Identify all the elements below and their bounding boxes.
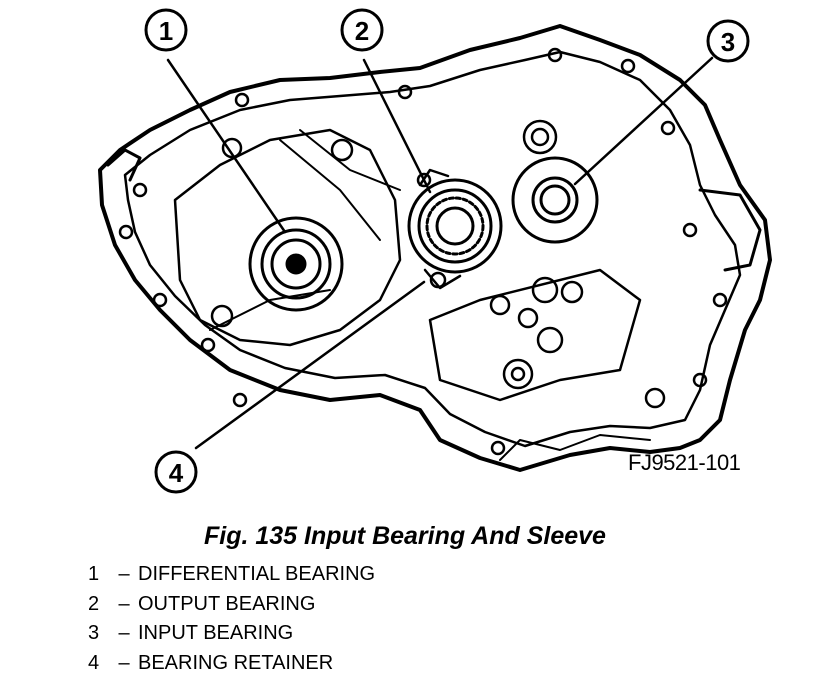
legend-separator: – (110, 649, 138, 678)
callout-number-3: 3 (721, 27, 735, 57)
upper-boss (524, 121, 556, 153)
legend-label: INPUT BEARING (138, 619, 293, 649)
transaxle-case-illustration: 1 2 3 4 (0, 0, 816, 520)
legend-separator: – (110, 590, 138, 620)
legend-item: 3 – INPUT BEARING (88, 619, 375, 649)
legend-separator: – (110, 560, 138, 590)
legend-separator: – (110, 619, 138, 649)
legend-item: 2 – OUTPUT BEARING (88, 590, 375, 620)
lower-bosses (430, 270, 640, 400)
differential-housing (175, 130, 400, 345)
legend-number: 3 (88, 619, 110, 649)
input-bearing (513, 158, 597, 242)
callout-number-2: 2 (355, 16, 369, 46)
housing-port (332, 140, 352, 160)
legend-label: OUTPUT BEARING (138, 590, 315, 620)
callout-number-1: 1 (159, 16, 173, 46)
legend-label: BEARING RETAINER (138, 649, 333, 678)
legend-number: 1 (88, 560, 110, 590)
output-bearing (409, 180, 501, 272)
figure-caption: Fig. 135 Input Bearing And Sleeve (204, 522, 606, 551)
flange-bolts (120, 49, 726, 454)
leader-lines (168, 58, 712, 448)
legend-item: 4 – BEARING RETAINER (88, 649, 375, 678)
case-inner-flange (125, 52, 740, 446)
legend-number: 2 (88, 590, 110, 620)
callout-number-4: 4 (169, 458, 184, 488)
figure-id: FJ9521-101 (628, 450, 740, 476)
legend-label: DIFFERENTIAL BEARING (138, 560, 375, 590)
callout-legend: 1 – DIFFERENTIAL BEARING 2 – OUTPUT BEAR… (88, 560, 375, 678)
legend-item: 1 – DIFFERENTIAL BEARING (88, 560, 375, 590)
case-outer-outline (100, 26, 770, 470)
legend-number: 4 (88, 649, 110, 678)
